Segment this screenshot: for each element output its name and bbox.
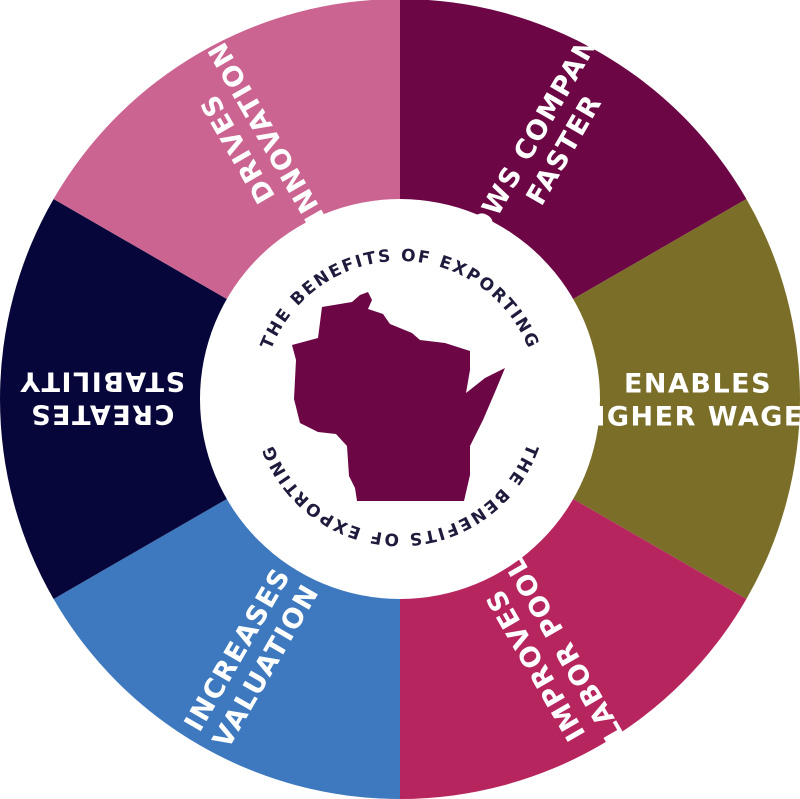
segment-label-line: CREATES: [30, 399, 175, 430]
segment-label-creates-stability: CREATESSTABILITY: [19, 366, 185, 430]
segment-label-line: HIGHER WAGES: [571, 402, 800, 433]
wisconsin-state-icon: [292, 292, 505, 501]
segment-label-line: ENABLES: [624, 369, 772, 400]
segment-label-line: STABILITY: [19, 366, 185, 397]
